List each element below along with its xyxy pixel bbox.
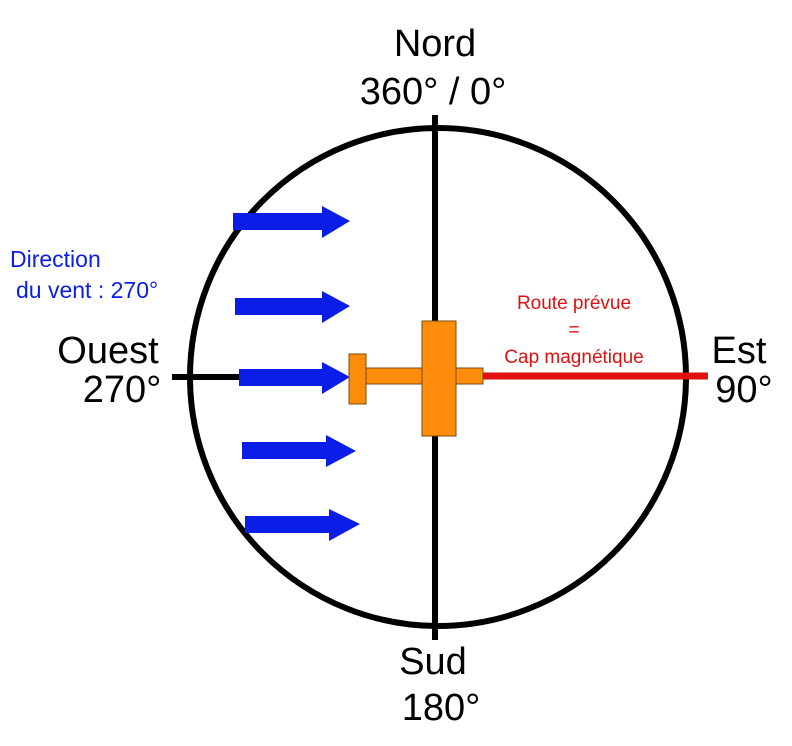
- magnetic-heading-label: Cap magnétique: [504, 347, 643, 368]
- route-equals: =: [568, 320, 579, 341]
- wind-arrow: [245, 509, 360, 541]
- east-degrees: 90°: [715, 369, 772, 411]
- west-label: Ouest: [57, 330, 159, 372]
- route-label: Route prévue: [517, 293, 631, 314]
- north-label: Nord: [394, 23, 476, 65]
- wind-arrow: [242, 435, 356, 467]
- wind-direction-value: du vent : 270°: [16, 277, 158, 303]
- north-degrees: 360° / 0°: [360, 71, 507, 113]
- south-label: Sud: [399, 641, 467, 683]
- west-degrees: 270°: [83, 369, 162, 411]
- south-degrees: 180°: [402, 687, 481, 729]
- aircraft-wing: [421, 320, 457, 437]
- east-label: Est: [712, 330, 767, 372]
- wind-arrow: [235, 291, 350, 323]
- aircraft-tail: [348, 353, 367, 405]
- wind-arrow: [233, 206, 350, 238]
- aircraft-icon: [348, 320, 484, 437]
- wind-direction-label: Direction: [10, 246, 101, 272]
- wind-arrow: [239, 362, 350, 394]
